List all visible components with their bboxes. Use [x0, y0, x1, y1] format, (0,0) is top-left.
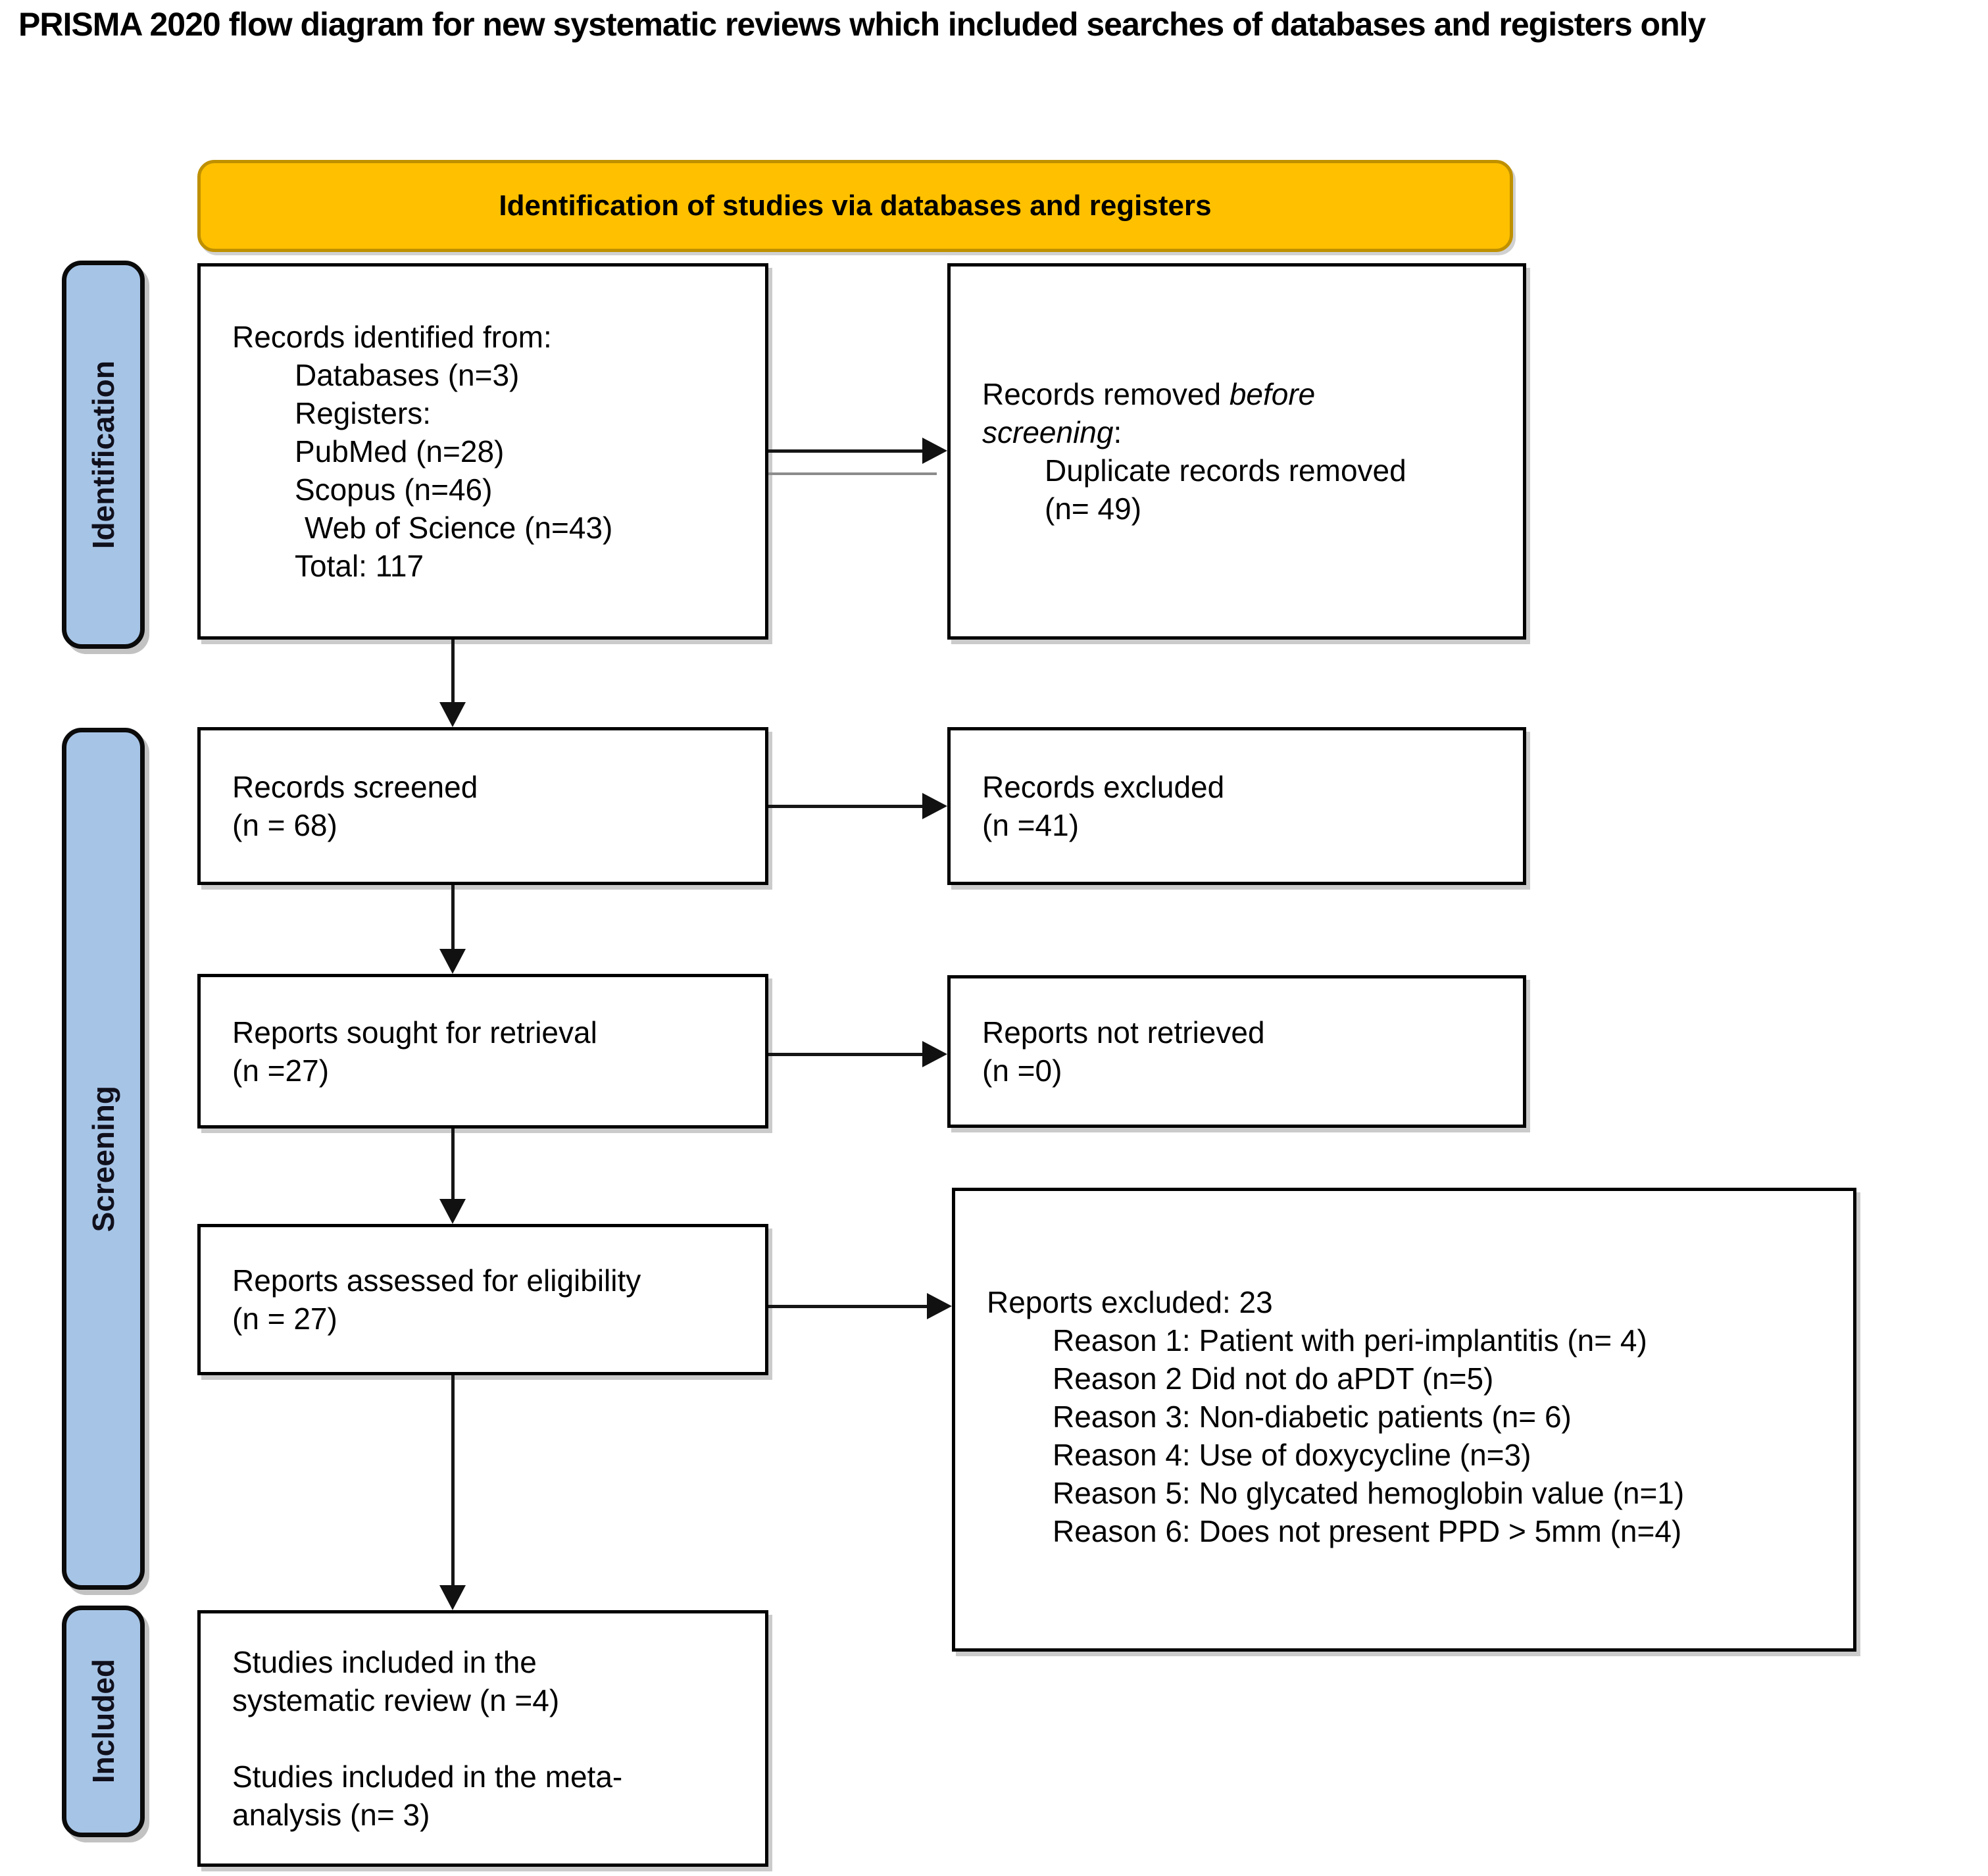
records-identified-line: Total: 117: [295, 549, 424, 583]
arrow-line: [451, 1375, 455, 1585]
arrowhead-down: [439, 1199, 466, 1224]
records-removed-line: screening:: [982, 415, 1122, 449]
banner-label: Identification of studies via databases …: [499, 190, 1212, 222]
reports-not-retrieved-line: Reports not retrieved: [982, 1015, 1265, 1050]
records-excluded-count: (n =41): [982, 808, 1080, 842]
arrowhead-down: [439, 949, 466, 974]
exclusion-reason: Reason 2 Did not do aPDT (n=5): [1053, 1361, 1494, 1396]
arrowhead-down: [439, 702, 466, 727]
box-reports-excluded: Reports excluded: 23 Reason 1: Patient w…: [952, 1188, 1856, 1652]
exclusion-reason: Reason 4: Use of doxycycline (n=3): [1053, 1438, 1531, 1472]
arrow-line: [451, 640, 455, 702]
box-reports-sought: Reports sought for retrieval (n =27): [197, 974, 768, 1128]
records-identified-line: Registers:: [295, 396, 432, 430]
box-reports-assessed: Reports assessed for eligibility (n = 27…: [197, 1224, 768, 1375]
exclusion-reason: Reason 1: Patient with peri-implantitis …: [1053, 1323, 1647, 1357]
studies-included-line: Studies included in the meta-: [232, 1760, 623, 1794]
exclusion-reason: Reason 5: No glycated hemoglobin value (…: [1053, 1476, 1685, 1510]
stage-included: Included: [62, 1606, 145, 1837]
records-removed-line: Duplicate records removed: [1045, 453, 1406, 488]
stage-identification-label: Identification: [86, 360, 120, 549]
reports-assessed-line: Reports assessed for eligibility: [232, 1263, 641, 1298]
box-studies-included: Studies included in the systematic revie…: [197, 1610, 768, 1867]
reports-sought-count: (n =27): [232, 1053, 330, 1088]
records-identified-line: Records identified from:: [232, 320, 552, 354]
box-records-removed: Records removed before screening: Duplic…: [947, 263, 1526, 640]
records-identified-line: PubMed (n=28): [295, 434, 505, 469]
records-identified-line: Web of Science (n=43): [305, 511, 613, 545]
box-records-identified: Records identified from: Databases (n=3)…: [197, 263, 768, 640]
reports-assessed-count: (n = 27): [232, 1302, 337, 1336]
arrowhead-right: [927, 1293, 952, 1319]
stage-identification: Identification: [62, 261, 145, 649]
reports-not-retrieved-count: (n =0): [982, 1053, 1062, 1088]
page-title: PRISMA 2020 flow diagram for new systema…: [18, 6, 1706, 43]
arrowhead-right: [922, 1041, 947, 1067]
records-identified-line: Databases (n=3): [295, 358, 520, 392]
arrow-line: [768, 1053, 922, 1056]
arrow-line: [451, 885, 455, 949]
records-screened-line: Records screened: [232, 770, 478, 804]
records-screened-count: (n = 68): [232, 808, 337, 842]
records-removed-line: (n= 49): [1045, 492, 1142, 526]
arrow-line: [768, 1305, 927, 1308]
arrow-line: [768, 805, 922, 808]
identification-banner: Identification of studies via databases …: [197, 160, 1513, 252]
exclusion-reason: Reason 6: Does not present PPD > 5mm (n=…: [1053, 1514, 1682, 1548]
arrow-shadow-line: [768, 472, 937, 475]
stage-screening: Screening: [62, 728, 145, 1590]
arrowhead-right: [922, 793, 947, 819]
records-identified-line: Scopus (n=46): [295, 472, 493, 507]
studies-included-line: systematic review (n =4): [232, 1683, 560, 1717]
box-records-screened: Records screened (n = 68): [197, 727, 768, 885]
stage-included-label: Included: [86, 1659, 120, 1784]
arrowhead-right: [922, 438, 947, 464]
reports-excluded-header: Reports excluded: 23: [987, 1285, 1273, 1319]
studies-included-line: analysis (n= 3): [232, 1798, 430, 1832]
exclusion-reason: Reason 3: Non-diabetic patients (n= 6): [1053, 1400, 1572, 1434]
arrow-line: [451, 1128, 455, 1199]
reports-sought-line: Reports sought for retrieval: [232, 1015, 597, 1050]
box-records-excluded: Records excluded (n =41): [947, 727, 1526, 885]
arrow-line: [768, 449, 922, 453]
studies-included-line: Studies included in the: [232, 1645, 537, 1679]
records-removed-line: Records removed before: [982, 377, 1316, 411]
stage-screening-label: Screening: [86, 1085, 120, 1232]
records-excluded-line: Records excluded: [982, 770, 1225, 804]
studies-included-line: [232, 1719, 755, 1758]
arrowhead-down: [439, 1585, 466, 1610]
box-reports-not-retrieved: Reports not retrieved (n =0): [947, 975, 1526, 1128]
